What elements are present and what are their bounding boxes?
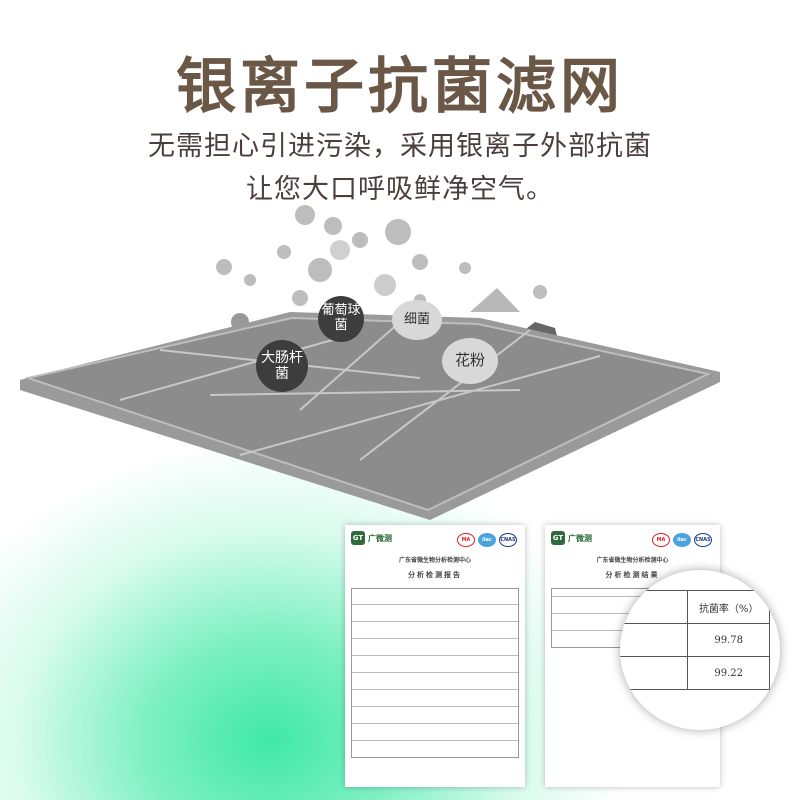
- headline: 银离子抗菌滤网: [176, 52, 624, 122]
- pollen-triangle: [470, 288, 520, 312]
- report-table: [351, 588, 519, 758]
- magnifier: 抗菌率（%） 99.78 99.22: [620, 570, 780, 730]
- particles: [216, 205, 547, 331]
- filter-panel: [20, 312, 720, 520]
- label-bacteria: 细菌: [392, 300, 442, 340]
- subtitle-line-1: 无需担心引进污染，采用银离子外部抗菌: [148, 131, 652, 162]
- rate-value: 99.78: [687, 623, 770, 657]
- issuer: 广东省微生物分析检测中心: [596, 557, 669, 564]
- issuer: 广东省微生物分析检测中心: [398, 557, 471, 564]
- column-header: 抗菌率（%）: [687, 590, 770, 624]
- rate-value: 99.22: [687, 656, 770, 690]
- subtitle-line-2: 让您大口呼吸鲜净空气。: [246, 174, 554, 205]
- certificate-title: 分析检测报告: [408, 571, 462, 579]
- certificate-title: 分析检测结果: [605, 571, 660, 579]
- label-pollen: 花粉: [442, 338, 498, 384]
- label-e-coli: 大肠杆菌: [256, 340, 308, 392]
- antibacterial-rate-table: 抗菌率（%） 99.78 99.22: [620, 590, 770, 690]
- label-staphylococcus: 葡萄球菌: [318, 296, 364, 342]
